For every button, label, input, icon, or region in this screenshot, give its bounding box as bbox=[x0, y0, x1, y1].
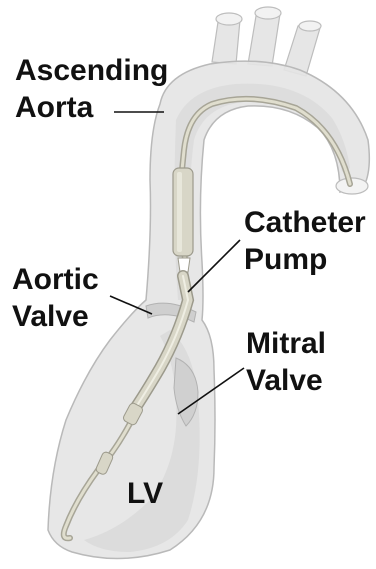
label-catheter-pump-line1: Catheter bbox=[244, 204, 366, 241]
label-mitral-valve: Mitral Valve bbox=[246, 325, 326, 399]
label-ascending-aorta-line2: Aorta bbox=[15, 89, 168, 126]
label-aortic-valve: Aortic Valve bbox=[12, 261, 99, 335]
label-left-ventricle: LV bbox=[127, 475, 163, 512]
label-catheter-pump: Catheter Pump bbox=[244, 204, 366, 278]
label-ascending-aorta: Ascending Aorta bbox=[15, 52, 168, 126]
label-catheter-pump-line2: Pump bbox=[244, 241, 366, 278]
pump-outlet bbox=[178, 258, 190, 272]
catheter-pump-housing bbox=[173, 168, 193, 256]
label-ascending-aorta-line1: Ascending bbox=[15, 52, 168, 89]
label-aortic-valve-line1: Aortic bbox=[12, 261, 99, 298]
label-aortic-valve-line2: Valve bbox=[12, 298, 99, 335]
label-mitral-valve-line1: Mitral bbox=[246, 325, 326, 362]
label-mitral-valve-line2: Valve bbox=[246, 362, 326, 399]
